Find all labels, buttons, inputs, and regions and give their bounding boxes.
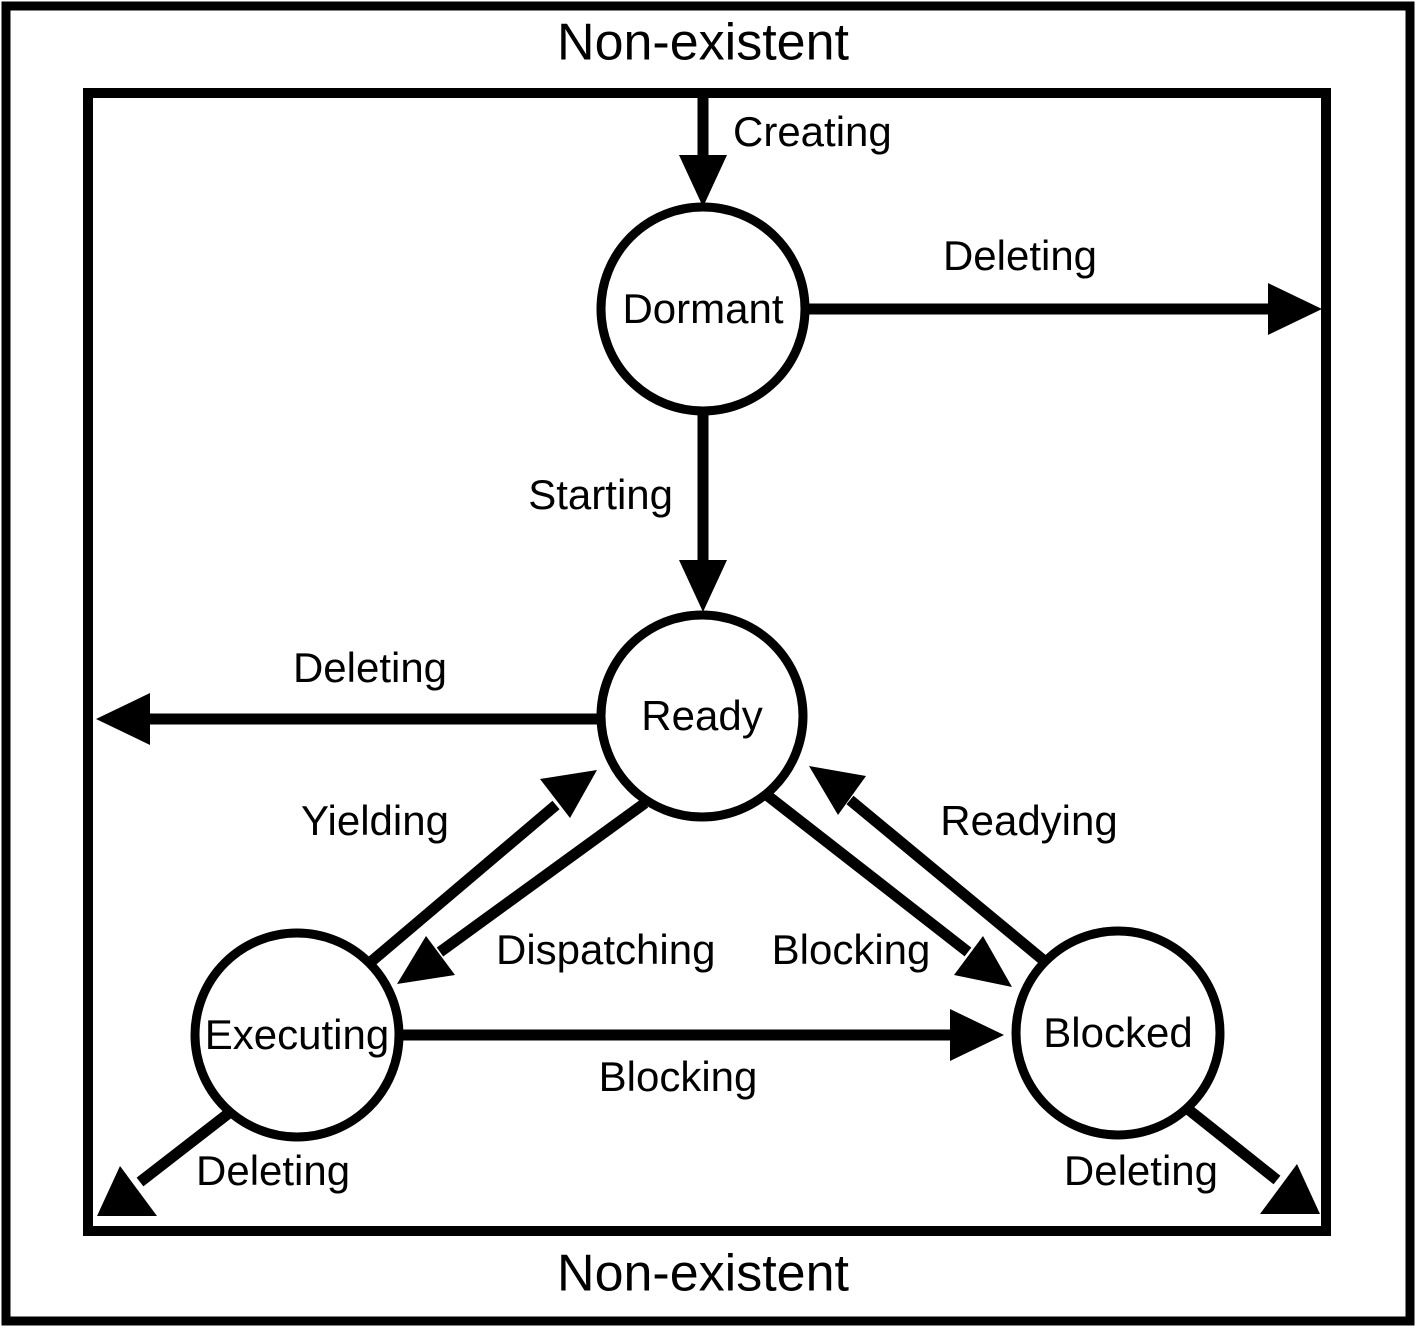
dormant-label: Dormant: [622, 285, 783, 332]
blocking-ready-line: [764, 791, 972, 957]
creating-label: Creating: [733, 108, 892, 155]
executing-circle: [190, 928, 404, 1142]
inner-frame: [83, 88, 1331, 1236]
transition-starting: Starting: [528, 412, 727, 612]
transition-dormant-deleting: Deleting: [806, 232, 1322, 335]
dormant-circle: [596, 202, 810, 416]
yielding-label: Yielding: [301, 797, 449, 844]
blocked-deleting-line: [1185, 1105, 1281, 1185]
transition-blocking-executing: Blocking: [400, 1009, 1004, 1100]
blocking-executing-label: Blocking: [599, 1053, 758, 1100]
blocking-executing-arrowhead: [950, 1009, 1004, 1061]
state-executing: Executing: [190, 928, 404, 1142]
transition-ready-deleting: Deleting: [96, 644, 600, 745]
blocked-deleting-arrowhead: [1260, 1164, 1320, 1214]
blocked-label: Blocked: [1043, 1009, 1192, 1056]
ready-label: Ready: [641, 692, 762, 739]
transition-blocking-ready: Blocking: [764, 791, 1012, 987]
ready-deleting-arrowhead: [96, 693, 150, 745]
executing-deleting-arrowhead: [97, 1166, 157, 1216]
blocked-circle: [1011, 926, 1225, 1140]
region-label-bottom: Non-existent: [557, 1245, 849, 1303]
blocked-deleting-label: Deleting: [1064, 1147, 1218, 1194]
transition-creating: Creating: [679, 95, 892, 207]
dormant-deleting-label: Deleting: [943, 232, 1097, 279]
transition-blocked-deleting: Deleting: [1064, 1105, 1320, 1214]
transition-readying: Readying: [809, 766, 1118, 969]
region-label-top: Non-existent: [557, 14, 849, 72]
executing-label: Executing: [205, 1011, 389, 1058]
readying-label: Readying: [940, 797, 1117, 844]
dormant-deleting-arrowhead: [1268, 283, 1322, 335]
starting-label: Starting: [528, 471, 673, 518]
transition-yielding: Yielding: [301, 770, 597, 971]
dispatching-line: [436, 798, 649, 957]
readying-arrowhead: [809, 766, 866, 815]
state-blocked: Blocked: [1011, 926, 1225, 1140]
dispatching-label: Dispatching: [496, 926, 715, 973]
blocking-ready-arrowhead: [954, 936, 1012, 987]
state-dormant: Dormant: [596, 202, 810, 416]
yielding-line: [362, 800, 560, 971]
executing-deleting-label: Deleting: [196, 1147, 350, 1194]
dispatching-arrowhead: [397, 936, 455, 984]
blocking-ready-label: Blocking: [772, 926, 931, 973]
transition-dispatching: Dispatching: [397, 798, 715, 984]
state-ready: Ready: [596, 610, 808, 822]
executing-deleting-line: [136, 1108, 233, 1187]
starting-arrowhead: [679, 560, 727, 612]
yielding-arrowhead: [540, 770, 597, 818]
transition-executing-deleting: Deleting: [97, 1108, 350, 1216]
ready-deleting-label: Deleting: [293, 644, 447, 691]
creating-arrowhead: [679, 155, 727, 207]
ready-circle: [596, 610, 808, 822]
readying-line: [846, 795, 1052, 969]
